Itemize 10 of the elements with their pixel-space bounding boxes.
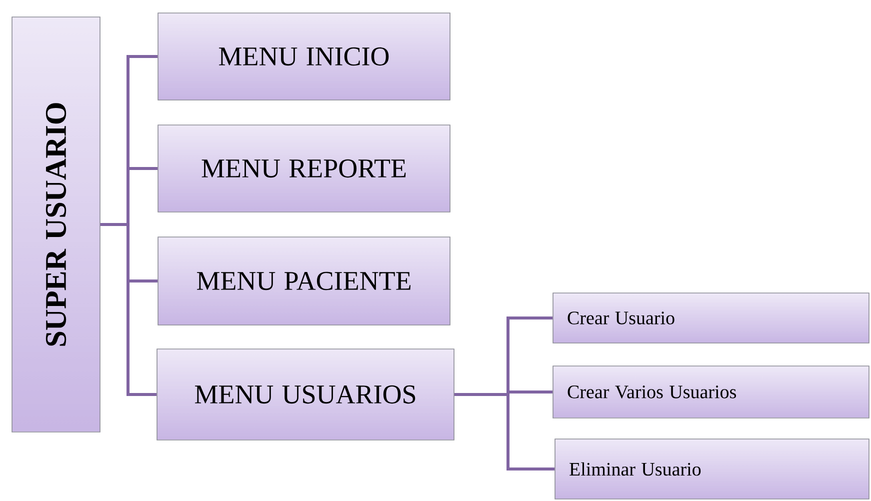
connector-line [100, 223, 157, 396]
menu-box: MENU PACIENTE [158, 236, 450, 326]
menu-box: MENU REPORTE [158, 124, 450, 212]
connector-line [454, 393, 555, 470]
menu-box: MENU USUARIOS [156, 348, 454, 440]
vertical-title-box: SUPER USUARIO [12, 16, 100, 432]
submenu-box: Crear Varios Usuarios [552, 366, 870, 418]
submenu-box: Crear Usuario [552, 292, 870, 344]
menu-box: MENU INICIO [158, 12, 450, 100]
submenu-box: Eliminar Usuario [554, 438, 870, 500]
